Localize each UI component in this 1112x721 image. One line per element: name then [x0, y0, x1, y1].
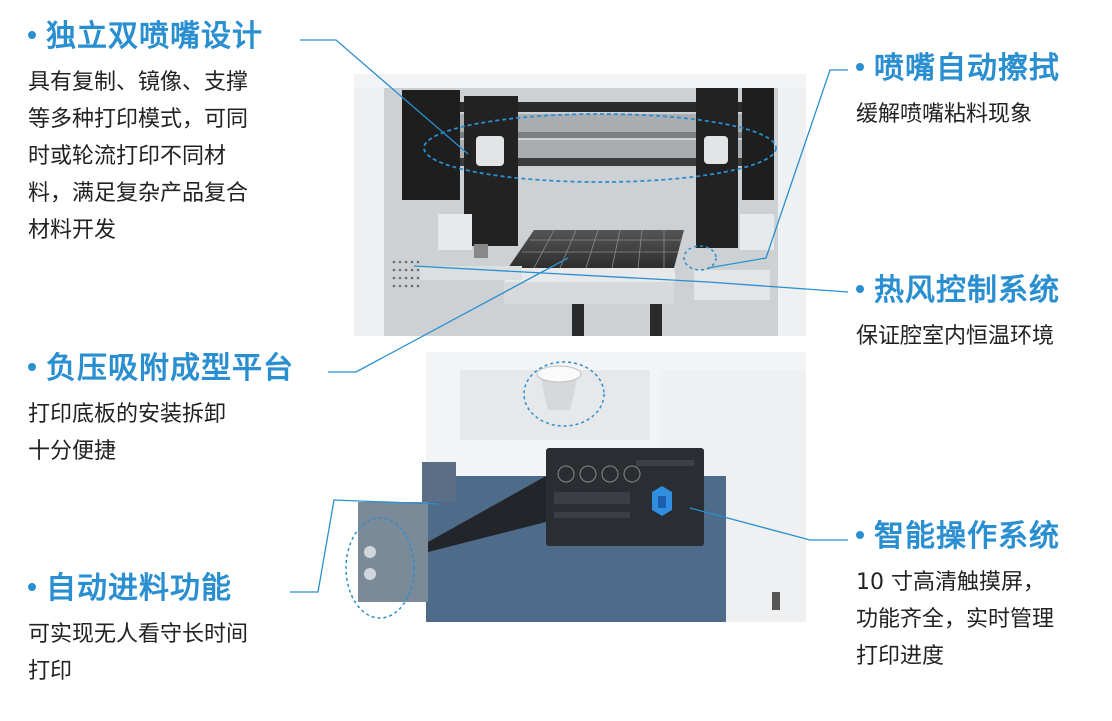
feature-title: 自动进料功能: [46, 571, 232, 606]
feature-title: 热风控制系统: [874, 273, 1060, 308]
bullet-dot-icon: [28, 30, 36, 39]
feature-desc-line: 时或轮流打印不同材: [28, 144, 227, 169]
feature-auto-feed: 自动进料功能 可实现无人看守长时间 打印: [28, 570, 248, 690]
bullet-dot-icon: [856, 62, 864, 71]
feature-desc-line: 料，满足复杂产品复合: [28, 181, 249, 206]
feature-desc-line: 缓解喷嘴粘料现象: [856, 102, 1033, 127]
feature-nozzle-wipe: 喷嘴自动擦拭 缓解喷嘴粘料现象: [856, 50, 1060, 133]
feature-desc-line: 具有复制、镜像、支撑: [28, 70, 249, 95]
bullet-dot-icon: [28, 362, 36, 371]
feature-dual-nozzle: 独立双喷嘴设计 具有复制、镜像、支撑 等多种打印模式，可同 时或轮流打印不同材 …: [28, 18, 263, 249]
feature-desc-line: 材料开发: [28, 218, 117, 243]
feature-desc-line: 打印底板的安装拆卸: [28, 402, 227, 427]
feature-desc-line: 10 寸高清触摸屏，: [856, 570, 1045, 595]
feature-desc-line: 可实现无人看守长时间: [28, 622, 249, 647]
feature-title: 喷嘴自动擦拭: [874, 51, 1060, 86]
feed-button: [364, 546, 376, 580]
feature-desc-line: 十分便捷: [28, 439, 117, 464]
feature-title: 负压吸附成型平台: [46, 351, 294, 386]
feature-desc-line: 打印进度: [856, 644, 945, 669]
feature-vacuum-platform: 负压吸附成型平台 打印底板的安装拆卸 十分便捷: [28, 350, 294, 470]
feature-desc-line: 等多种打印模式，可同: [28, 107, 249, 132]
machine-exterior-photo: [340, 352, 806, 622]
machine-interior-photo: [354, 74, 806, 336]
feature-hot-air: 热风控制系统 保证腔室内恒温环境: [856, 272, 1060, 355]
feature-smart-os: 智能操作系统 10 寸高清触摸屏， 功能齐全，实时管理 打印进度: [856, 518, 1060, 675]
feature-desc-line: 功能齐全，实时管理: [856, 607, 1055, 632]
bullet-dot-icon: [856, 530, 864, 539]
touchscreen-panel: [546, 448, 704, 546]
bullet-dot-icon: [856, 284, 864, 293]
feature-desc-line: 打印: [28, 659, 73, 684]
feature-title: 独立双喷嘴设计: [46, 19, 263, 54]
bullet-dot-icon: [28, 582, 36, 591]
feature-desc-line: 保证腔室内恒温环境: [856, 324, 1055, 349]
feature-title: 智能操作系统: [874, 519, 1060, 554]
